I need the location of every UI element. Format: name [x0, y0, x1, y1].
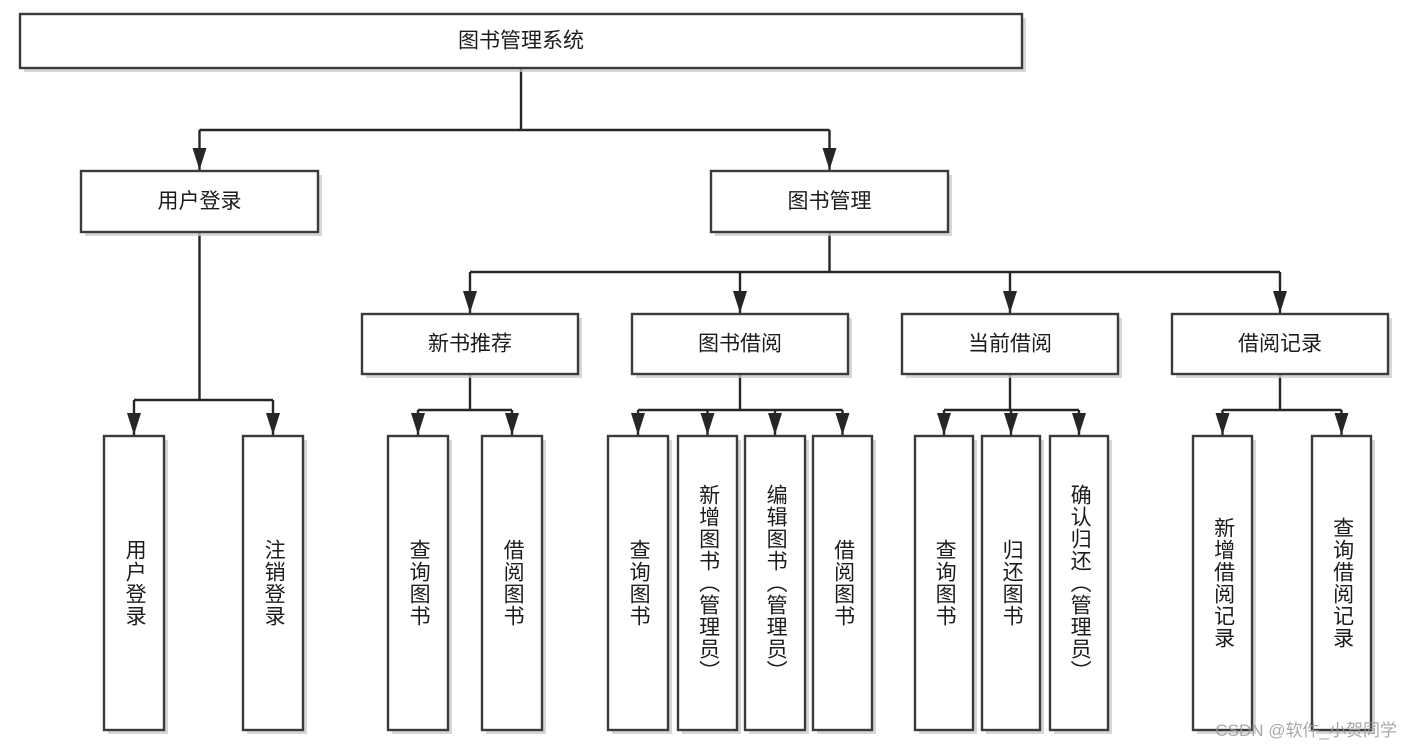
node-label-root: 图书管理系统	[458, 30, 584, 53]
arrow-head-icon	[127, 413, 141, 435]
arrow-head-icon	[1215, 413, 1230, 435]
node-leaf-add-record[interactable]	[1191, 434, 1254, 732]
node-label-book-borrow: 图书借阅	[698, 333, 782, 356]
watermark-text: CSDN @软件_小贺同学	[1215, 721, 1397, 740]
node-leaf-query-record[interactable]	[1310, 434, 1373, 732]
arrow-head-icon	[1273, 291, 1287, 313]
node-leaf-borrow-book-2[interactable]	[811, 434, 874, 732]
node-leaf-add-book[interactable]	[676, 434, 739, 732]
arrow-head-icon	[1004, 413, 1018, 435]
arrow-head-icon	[1334, 413, 1349, 435]
connector-layer	[127, 68, 1349, 435]
arrow-head-icon	[937, 413, 951, 435]
node-leaf-query-book-3[interactable]	[913, 434, 975, 732]
arrow-head-icon	[1003, 291, 1017, 313]
arrow-head-icon	[768, 413, 782, 435]
arrow-head-icon	[192, 148, 207, 170]
node-new-book-recommend[interactable]	[360, 312, 580, 376]
node-leaf-return-book[interactable]	[980, 434, 1042, 732]
node-label-current-borrow: 当前借阅	[968, 333, 1052, 356]
arrow-head-icon	[266, 413, 280, 435]
node-book-borrow[interactable]	[630, 312, 850, 376]
node-box-layer	[18, 12, 1392, 734]
node-label-user-login: 用户登录	[158, 190, 242, 213]
arrow-head-icon	[631, 413, 645, 435]
node-label-new-book-recommend: 新书推荐	[428, 333, 512, 356]
node-label-borrow-record: 借阅记录	[1238, 333, 1322, 356]
node-current-borrow[interactable]	[900, 312, 1120, 376]
arrow-head-icon	[835, 413, 850, 435]
node-leaf-user-logout[interactable]	[241, 434, 305, 732]
arrow-head-icon	[700, 413, 715, 435]
node-leaf-borrow-book-1[interactable]	[480, 434, 544, 732]
arrow-head-icon	[822, 148, 837, 170]
node-leaf-confirm-return[interactable]	[1048, 434, 1110, 732]
node-leaf-query-book-1[interactable]	[386, 434, 450, 732]
node-leaf-query-book-2[interactable]	[606, 434, 670, 732]
node-leaf-edit-book[interactable]	[743, 434, 807, 732]
node-leaf-user-login[interactable]	[102, 434, 166, 732]
arrow-head-icon	[733, 291, 747, 313]
arrow-head-icon	[411, 413, 425, 435]
arrow-head-icon	[463, 291, 477, 313]
arrow-head-icon	[1072, 413, 1086, 435]
node-book-manage[interactable]	[709, 169, 950, 234]
node-user-login[interactable]	[79, 169, 320, 234]
arrow-head-icon	[505, 413, 519, 435]
node-root[interactable]	[18, 12, 1024, 70]
node-borrow-record[interactable]	[1170, 312, 1390, 376]
node-label-book-manage: 图书管理	[788, 190, 872, 213]
